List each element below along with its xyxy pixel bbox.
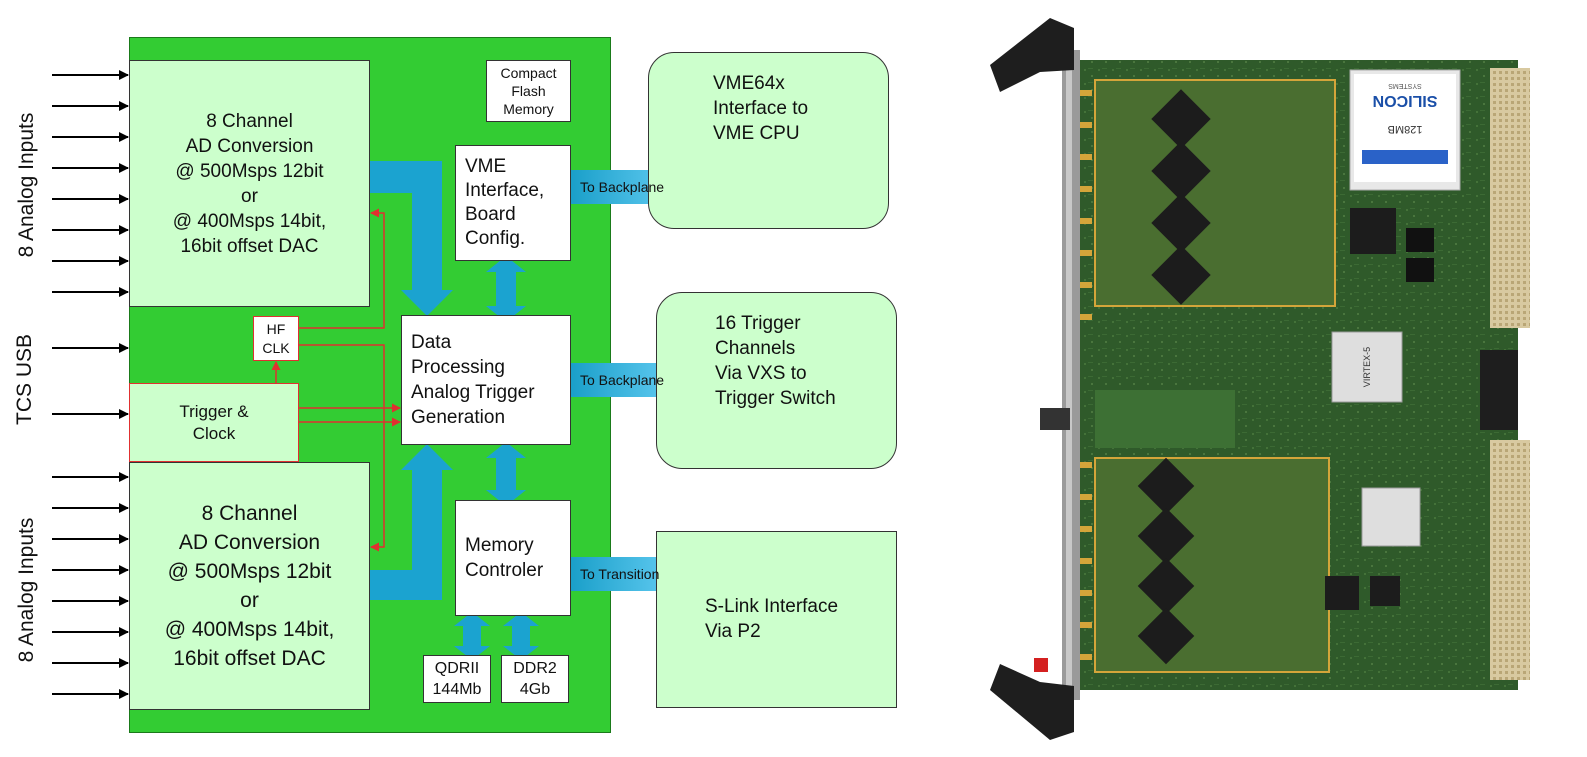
- vme64x-line-2: Interface to: [713, 98, 809, 119]
- data-processing-line-4: Generation: [411, 407, 506, 428]
- analog-input-arrows-bottom: [52, 472, 129, 699]
- cf-card-size: 128MB: [1388, 123, 1423, 135]
- vme64x-interface-box: VME64x Interface to VME CPU: [648, 52, 889, 229]
- vme64x-line-1: VME64x: [713, 73, 785, 94]
- board-photo-illustration: SILICON SYSTEMS 128MB VIRTEX-5: [990, 18, 1530, 740]
- vme64x-line-3: VME CPU: [713, 123, 800, 144]
- adc-bottom-line-6: 16bit offset DAC: [173, 647, 326, 670]
- bus-dp-memory: [486, 442, 526, 506]
- data-processing-line-1: Data: [411, 332, 452, 353]
- trigger16-line-2: Channels: [715, 338, 796, 359]
- vme-interface-block: VME Interface, Board Config.: [455, 145, 571, 261]
- bus-vme-dp: [486, 256, 526, 322]
- memory-controller-block: Memory Controler: [455, 500, 571, 616]
- data-bus-top: [370, 161, 453, 316]
- arrow-label-backplane-1: To Backplane: [580, 179, 665, 195]
- adc-block-top: 8 Channel AD Conversion @ 500Msps 12bit …: [129, 60, 370, 307]
- bus-memory-ram: [454, 612, 539, 660]
- trigger16-line-3: Via VXS to: [715, 363, 807, 384]
- trigger-clock-line-2: Clock: [192, 423, 236, 443]
- slink-interface-box: S-Link Interface Via P2: [656, 531, 897, 708]
- clock-signal-lines: [271, 208, 401, 552]
- adc-top-line-5: @ 400Msps 14bit,: [172, 210, 327, 232]
- trigger16-line-4: Trigger Switch: [715, 388, 836, 409]
- ddr2-line-2: 4Gb: [519, 681, 551, 698]
- trigger-clock-line-1: Trigger &: [179, 401, 249, 421]
- adc-bottom-line-4: or: [240, 589, 259, 612]
- vme-interface-line-1: VME: [465, 156, 507, 177]
- adc-bottom-line-3: @ 500Msps 12bit: [167, 560, 332, 583]
- data-bus-bottom: [370, 444, 453, 600]
- data-processing-line-2: Processing: [411, 357, 505, 378]
- cf-card-brand: SILICON: [1373, 92, 1438, 109]
- compact-flash-line-3: Memory: [503, 101, 554, 117]
- trigger16-line-1: 16 Trigger: [715, 313, 801, 334]
- vme-interface-line-2: Interface,: [465, 180, 545, 201]
- slink-line-2: Via P2: [705, 621, 761, 642]
- adc-block-bottom: 8 Channel AD Conversion @ 500Msps 12bit …: [129, 462, 370, 710]
- adc-top-line-6: 16bit offset DAC: [180, 235, 319, 257]
- adc-top-line-1: 8 Channel: [206, 110, 293, 132]
- adc-top-line-3: @ 500Msps 12bit: [175, 160, 324, 182]
- trigger-clock-block: Trigger & Clock: [129, 383, 299, 462]
- qdrii-block: QDRII 144Mb: [423, 655, 491, 703]
- trigger-channels-box: 16 Trigger Channels Via VXS to Trigger S…: [656, 292, 897, 469]
- ddr2-block: DDR2 4Gb: [501, 655, 569, 703]
- hf-clk-line-1: HF: [266, 320, 286, 337]
- compact-flash-line-1: Compact: [500, 65, 557, 81]
- memory-controller-line-1: Memory: [465, 535, 534, 556]
- arrow-label-transition: To Transition: [580, 566, 660, 582]
- vme-interface-line-3: Board: [465, 204, 516, 225]
- compact-flash-line-2: Flash: [511, 83, 546, 99]
- hf-clk-block: HF CLK: [253, 316, 299, 361]
- adc-bottom-line-1: 8 Channel: [201, 502, 298, 525]
- adc-bottom-line-5: @ 400Msps 14bit,: [164, 618, 335, 641]
- adc-top-line-2: AD Conversion: [185, 135, 314, 157]
- qdrii-line-1: QDRII: [434, 660, 480, 677]
- adc-top-line-4: or: [241, 185, 258, 207]
- compact-flash-block: Compact Flash Memory: [486, 60, 571, 122]
- board-photo: SILICON SYSTEMS 128MB VIRTEX-5: [970, 10, 1540, 750]
- vme-interface-line-4: Config.: [465, 228, 526, 249]
- data-processing-block: Data Processing Analog Trigger Generatio…: [401, 315, 571, 445]
- qdrii-line-2: 144Mb: [432, 681, 482, 698]
- ddr2-line-1: DDR2: [513, 660, 557, 677]
- slink-line-1: S-Link Interface: [705, 596, 839, 617]
- adc-bottom-line-2: AD Conversion: [178, 531, 321, 554]
- cf-card-subtitle: SYSTEMS: [1388, 82, 1422, 89]
- analog-input-arrows-top: [52, 70, 129, 297]
- fpga-label-1: VIRTEX-5: [1362, 347, 1372, 387]
- tcs-usb-arrows: [52, 343, 129, 419]
- memory-controller-line-2: Controler: [465, 560, 544, 581]
- arrow-label-backplane-2: To Backplane: [580, 372, 665, 388]
- data-processing-line-3: Analog Trigger: [411, 382, 535, 403]
- hf-clk-line-2: CLK: [262, 339, 290, 356]
